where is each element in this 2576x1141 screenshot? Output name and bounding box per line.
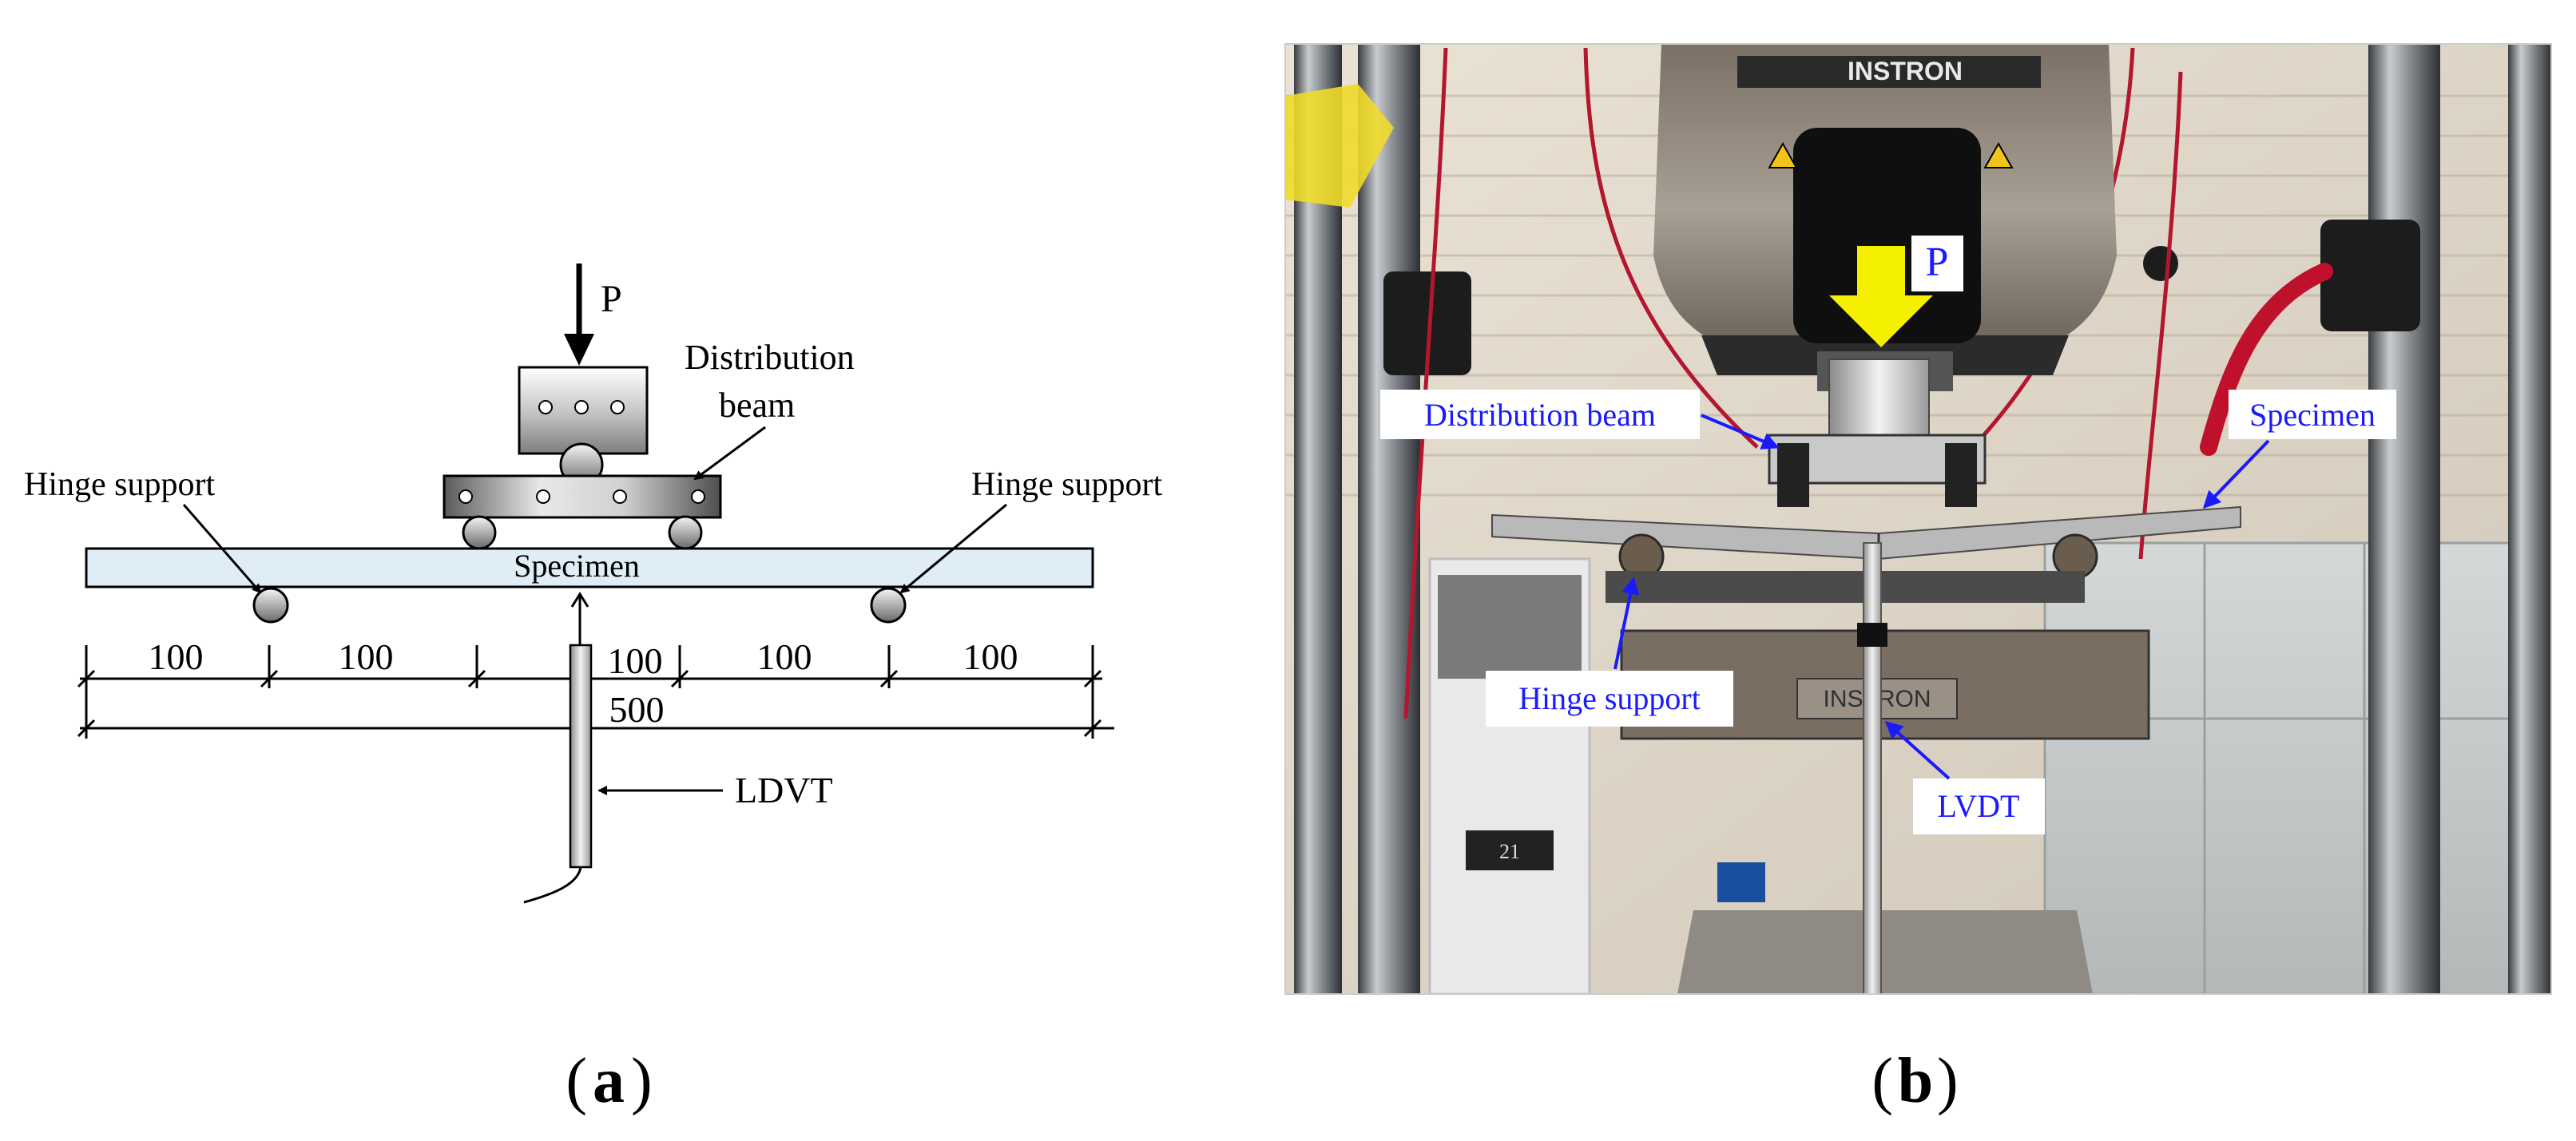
specimen-label-b: Specimen	[2249, 397, 2376, 433]
roller-right	[668, 515, 703, 550]
caption-a-open: (	[566, 1046, 587, 1116]
label-box-lvdt	[1913, 778, 2045, 834]
dim-2: 100	[339, 636, 394, 677]
load-label-a: P	[601, 278, 622, 320]
label-box-distribution-beam	[1380, 390, 1700, 439]
dim-3: 100	[608, 640, 663, 681]
sensor-label-b: LVDT	[1938, 788, 2020, 824]
bracket-right	[2320, 220, 2420, 331]
column-right	[2368, 44, 2440, 994]
lvdt-arrow-b	[1884, 720, 1951, 780]
hinge-support-left-label: Hinge support	[24, 466, 215, 503]
column-right-outer	[2508, 44, 2551, 994]
bracket-left	[1383, 271, 1471, 375]
load-arrow-icon	[564, 263, 594, 366]
distribution-beam-label-line2: beam	[719, 386, 795, 425]
dim-1: 100	[149, 636, 204, 677]
roller-left	[462, 515, 497, 550]
lvdt-sensor-a	[523, 592, 593, 904]
panel-b-photo: 21 INSTRON	[1284, 43, 2552, 1116]
caption-b-open: (	[1871, 1046, 1893, 1116]
dimension-lines	[77, 645, 1114, 739]
load-arrow-yellow-icon	[1829, 246, 1933, 347]
cabinet	[2043, 541, 2551, 994]
display-readout: 21	[1499, 840, 1520, 863]
caption-b-close: )	[1937, 1046, 1959, 1116]
distribution-beam-leader	[693, 426, 766, 481]
specimen-bar	[85, 547, 1094, 588]
specimen-arrow-b	[2202, 439, 2270, 509]
distribution-beam	[443, 474, 722, 519]
photo-frame	[1284, 43, 2552, 995]
hinge-left-leader	[182, 504, 262, 594]
red-arm	[2200, 263, 2333, 456]
hinge-right-leader	[899, 503, 1007, 594]
label-box-hinge-support	[1486, 671, 1733, 727]
loading-block	[518, 366, 649, 455]
dim-4: 100	[757, 636, 812, 677]
label-box-specimen	[2229, 390, 2396, 439]
hinge-support-right-label: Hinge support	[971, 466, 1162, 503]
specimen-label-a: Specimen	[514, 548, 640, 584]
hinge-support-left	[252, 587, 289, 624]
brand-text: INSTRON	[1848, 57, 1963, 85]
label-box-p	[1911, 236, 1963, 291]
hinge-support-arrow-b	[1613, 576, 1639, 670]
lower-base	[1677, 910, 2093, 994]
upper-fixture	[1828, 359, 1930, 440]
yellow-wrap	[1286, 84, 1394, 208]
distribution-beam-label-b: Distribution beam	[1424, 397, 1656, 433]
hinge-support-label-b: Hinge support	[1518, 680, 1701, 716]
sensor-label-a: LDVT	[735, 770, 833, 810]
distribution-beam-arrow-b	[1701, 414, 1780, 450]
caption-a-close: )	[631, 1046, 653, 1116]
lvdt-rod-b	[1863, 542, 1882, 994]
distribution-beam-label-line1: Distribution	[685, 338, 855, 377]
hinge-support-right	[870, 587, 907, 624]
caption-b: b	[1898, 1046, 1934, 1116]
dim-5: 100	[963, 636, 1018, 677]
load-label-b: P	[1926, 240, 1949, 285]
panel-a-schematic: P Distribution beam Specimen Hi	[24, 263, 1162, 1116]
dim-total: 500	[609, 689, 665, 730]
column-left	[1358, 44, 1420, 994]
caption-a: a	[593, 1046, 625, 1116]
